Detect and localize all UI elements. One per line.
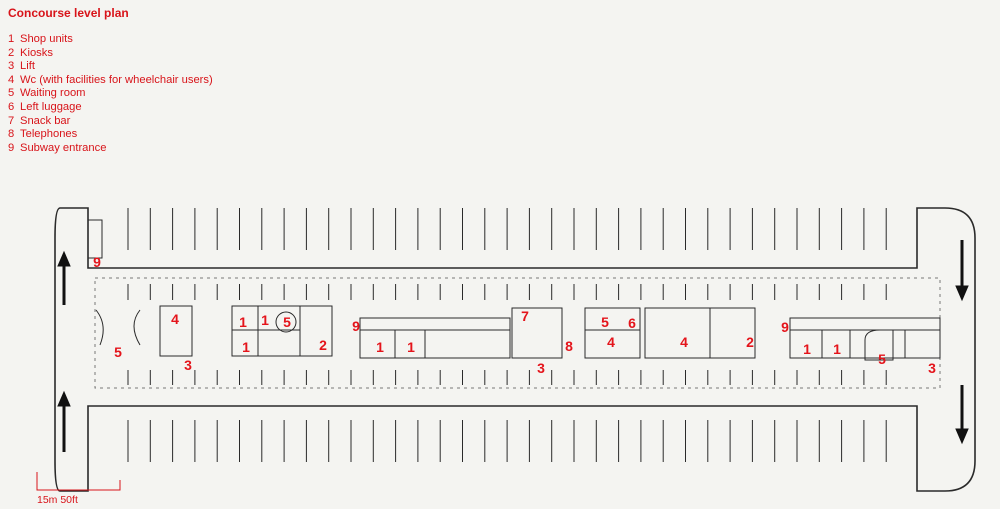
legend-label: Shop units bbox=[20, 33, 73, 45]
marker-wc: 4 bbox=[171, 311, 179, 327]
legend-item-shop-units: 1 Shop units bbox=[8, 33, 213, 47]
marker-shop-unit: 1 bbox=[261, 312, 269, 328]
legend-item-waiting-room: 5 Waiting room bbox=[8, 87, 213, 101]
marker-waiting-room: 5 bbox=[114, 344, 122, 360]
marker-wc: 4 bbox=[680, 334, 688, 350]
legend-item-kiosks: 2 Kiosks bbox=[8, 47, 213, 61]
parking-bays bbox=[127, 208, 887, 462]
marker-telephones: 8 bbox=[565, 338, 573, 354]
legend-number: 5 bbox=[8, 87, 15, 100]
marker-kiosk: 2 bbox=[746, 334, 754, 350]
road-outer-edge bbox=[54, 207, 976, 492]
marker-waiting-room: 5 bbox=[283, 314, 291, 330]
marker-shop-unit: 1 bbox=[407, 339, 415, 355]
legend-label: Wc (with facilities for wheelchair users… bbox=[20, 73, 213, 86]
marker-wc: 4 bbox=[607, 334, 615, 350]
arrow-up-icon bbox=[57, 250, 71, 305]
legend-label: Subway entrance bbox=[20, 141, 107, 154]
marker-shop-unit: 1 bbox=[376, 339, 384, 355]
road-outline bbox=[54, 207, 976, 492]
legend-number: 9 bbox=[8, 141, 15, 154]
legend-item-lift: 3 Lift bbox=[8, 60, 213, 74]
road-inner-edge bbox=[95, 268, 917, 388]
platform-edge bbox=[94, 277, 941, 389]
arrow-down-icon bbox=[955, 385, 969, 445]
waiting-room-seating bbox=[275, 311, 297, 333]
legend-number: 3 bbox=[8, 60, 15, 73]
marker-shop-unit: 1 bbox=[242, 339, 250, 355]
arrow-up-icon bbox=[57, 390, 71, 452]
marker-shop-unit: 1 bbox=[833, 341, 841, 357]
marker-snack-bar: 7 bbox=[521, 308, 529, 324]
legend-item-subway-entrance: 9 Subway entrance bbox=[8, 142, 213, 156]
legend-label: Waiting room bbox=[20, 87, 86, 100]
marker-shop-unit: 1 bbox=[803, 341, 811, 357]
buildings bbox=[87, 219, 941, 361]
marker-subway-entrance: 9 bbox=[352, 318, 360, 334]
scale-bar bbox=[36, 472, 121, 491]
marker-lift: 3 bbox=[184, 357, 192, 373]
building-shop-block bbox=[231, 305, 333, 357]
legend-label: Kiosks bbox=[20, 46, 53, 59]
plan-title: Concourse level plan bbox=[8, 6, 129, 20]
legend-number: 4 bbox=[8, 73, 15, 86]
scale-label: 15m 50ft bbox=[37, 494, 78, 506]
plan-markers: 9 4 5 3 1 1 5 1 2 9 1 1 7 3 8 5 6 4 4 2 … bbox=[93, 254, 936, 376]
legend-number: 7 bbox=[8, 114, 15, 127]
east-shelter bbox=[864, 329, 894, 361]
marker-lift: 3 bbox=[928, 360, 936, 376]
legend-item-snack-bar: 7 Snack bar bbox=[8, 115, 213, 129]
marker-waiting-room: 5 bbox=[878, 351, 886, 367]
building-central-west bbox=[359, 317, 511, 359]
direction-arrows bbox=[57, 240, 969, 452]
building-wc-east bbox=[644, 307, 756, 359]
platform bbox=[94, 277, 941, 389]
legend-number: 2 bbox=[8, 46, 15, 59]
legend-label: Left luggage bbox=[20, 100, 82, 113]
legend-label: Snack bar bbox=[20, 114, 71, 127]
marker-kiosk: 2 bbox=[319, 337, 327, 353]
legend-label: Telephones bbox=[20, 128, 78, 141]
legend-item-left-luggage: 6 Left luggage bbox=[8, 101, 213, 115]
subway-stair-west bbox=[87, 219, 103, 259]
building-snack-bar bbox=[511, 307, 563, 359]
marker-lift: 3 bbox=[537, 360, 545, 376]
legend-label: Lift bbox=[20, 60, 35, 73]
marker-left-luggage: 6 bbox=[628, 315, 636, 331]
legend-item-telephones: 8 Telephones bbox=[8, 128, 213, 142]
building-west-wc bbox=[159, 305, 193, 357]
legend: 1 Shop units 2 Kiosks 3 Lift 4 Wc (with faci… bbox=[8, 33, 213, 155]
legend-number: 8 bbox=[8, 128, 15, 141]
building-east-lift bbox=[904, 329, 941, 359]
marker-subway-entrance: 9 bbox=[781, 319, 789, 335]
building-central-east bbox=[584, 307, 641, 359]
scale-bar-line bbox=[36, 472, 121, 491]
legend-number: 1 bbox=[8, 33, 15, 45]
marker-waiting-room: 5 bbox=[601, 314, 609, 330]
marker-shop-unit: 1 bbox=[239, 314, 247, 330]
legend-item-wc: 4 Wc (with facilities for wheelchair user… bbox=[8, 74, 213, 88]
west-shelter bbox=[95, 309, 141, 346]
arrow-down-icon bbox=[955, 240, 969, 302]
marker-subway-entrance: 9 bbox=[93, 254, 101, 270]
legend-number: 6 bbox=[8, 100, 15, 113]
